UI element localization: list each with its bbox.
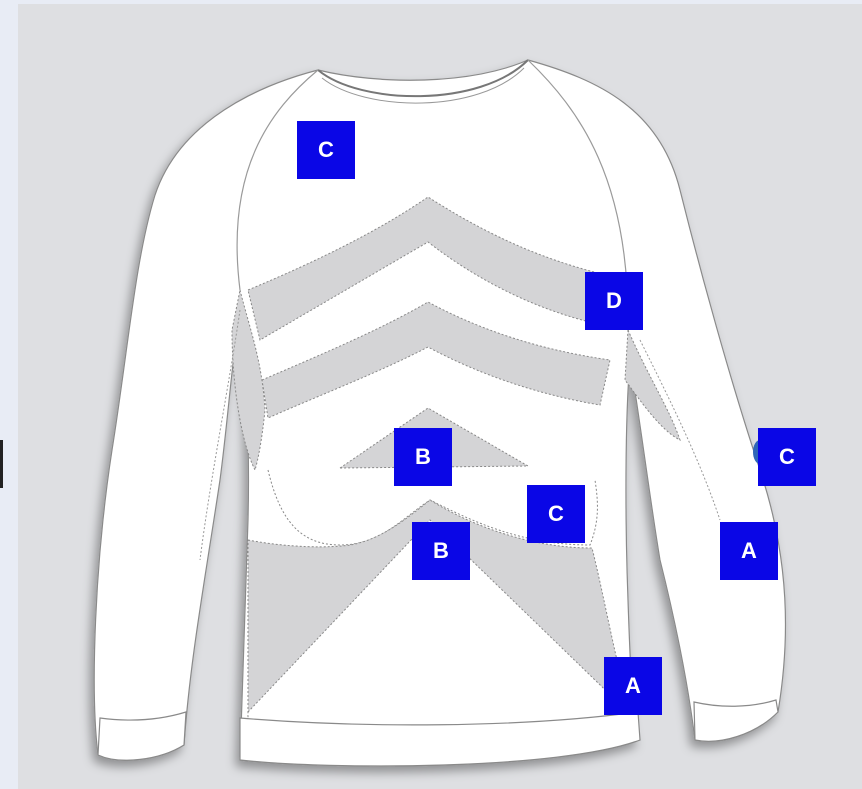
zone-label-c-waist: C (527, 485, 585, 543)
zone-label-c-chest: C (297, 121, 355, 179)
zone-label-b-lower: B (412, 522, 470, 580)
cuff-left (98, 712, 186, 760)
cuff-right (694, 700, 778, 741)
zone-label-d-side: D (585, 272, 643, 330)
zone-label-a-forearm: A (720, 522, 778, 580)
zone-label-c-right-arm: C (758, 428, 816, 486)
zone-label-b-center: B (394, 428, 452, 486)
zone-label-a-hem: A (604, 657, 662, 715)
